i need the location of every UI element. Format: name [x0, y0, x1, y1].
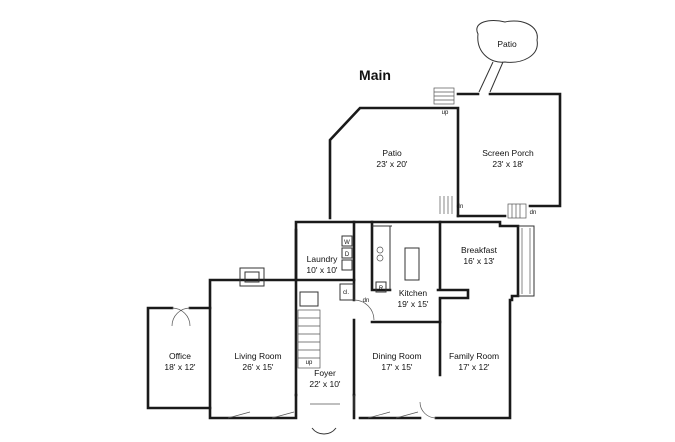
- fireplace: [239, 267, 265, 287]
- living-room-name: Living Room: [234, 351, 281, 361]
- house-outer-wall: [208, 220, 520, 420]
- office-name: Office: [169, 351, 191, 361]
- dryer: [341, 247, 353, 259]
- door-swings: [171, 299, 437, 419]
- screen-porch-dims: 23' x 18': [492, 159, 524, 169]
- cooktop-2: [376, 254, 384, 262]
- dn-label-kitchen: dn: [363, 298, 370, 304]
- patio-steps-dn: [439, 196, 453, 214]
- closet-label: cl.: [343, 290, 349, 296]
- breakfast-dims: 16' x 13': [463, 256, 495, 266]
- breakfast-name: Breakfast: [461, 245, 498, 255]
- porch-steps: [507, 203, 527, 219]
- foyer-name: Foyer: [314, 368, 336, 378]
- patio-name: Patio: [382, 148, 402, 158]
- patio-top-outline: [476, 20, 538, 63]
- refrigerator-label: R: [379, 286, 384, 292]
- patio-top-name: Patio: [497, 39, 517, 49]
- patio-path: [478, 61, 504, 93]
- floor-title: Main: [359, 67, 391, 83]
- powder-room: [299, 291, 319, 307]
- washer-label: W: [344, 240, 350, 246]
- patio-dims: 23' x 20': [376, 159, 408, 169]
- up-label-patio: up: [442, 110, 449, 116]
- sink: [341, 259, 353, 271]
- laundry-dims: 10' x 10': [306, 265, 338, 275]
- kitchen-island: [404, 247, 420, 281]
- dining-room-dims: 17' x 15': [381, 362, 413, 372]
- room-labels: Patio Patio 23' x 20' Screen Porch 23' x…: [164, 39, 534, 389]
- dining-room-name: Dining Room: [372, 351, 421, 361]
- washer: [341, 235, 353, 247]
- dn-label-patio: dn: [457, 204, 464, 210]
- dn-label-porch: dn: [530, 210, 537, 216]
- screen-porch-name: Screen Porch: [482, 148, 534, 158]
- patio-outline: [328, 106, 460, 220]
- breakfast-bay: [518, 225, 535, 297]
- dryer-label: D: [345, 252, 350, 258]
- family-room-name: Family Room: [449, 351, 499, 361]
- patio-steps-up: [433, 87, 455, 105]
- kitchen-counter: [372, 225, 392, 290]
- small-annotations: up dn dn dn cl. W D R up: [306, 110, 537, 366]
- closet: [339, 283, 355, 301]
- cooktop: [376, 246, 384, 254]
- up-label-stair: up: [306, 360, 313, 366]
- living-room-dims: 26' x 15': [242, 362, 274, 372]
- kitchen-dims: 19' x 15': [397, 299, 429, 309]
- foyer-stair: [297, 309, 321, 369]
- breakfast-bay-glass: [521, 228, 531, 294]
- office-wall: [146, 306, 212, 410]
- kitchen-name: Kitchen: [399, 288, 428, 298]
- laundry-name: Laundry: [307, 254, 338, 264]
- refrigerator: [375, 281, 387, 293]
- office-dims: 18' x 12': [164, 362, 196, 372]
- foyer-dims: 22' x 10': [309, 379, 341, 389]
- family-room-dims: 17' x 12': [458, 362, 490, 372]
- front-entry-step: [311, 427, 337, 435]
- screen-porch-outline: [456, 92, 562, 218]
